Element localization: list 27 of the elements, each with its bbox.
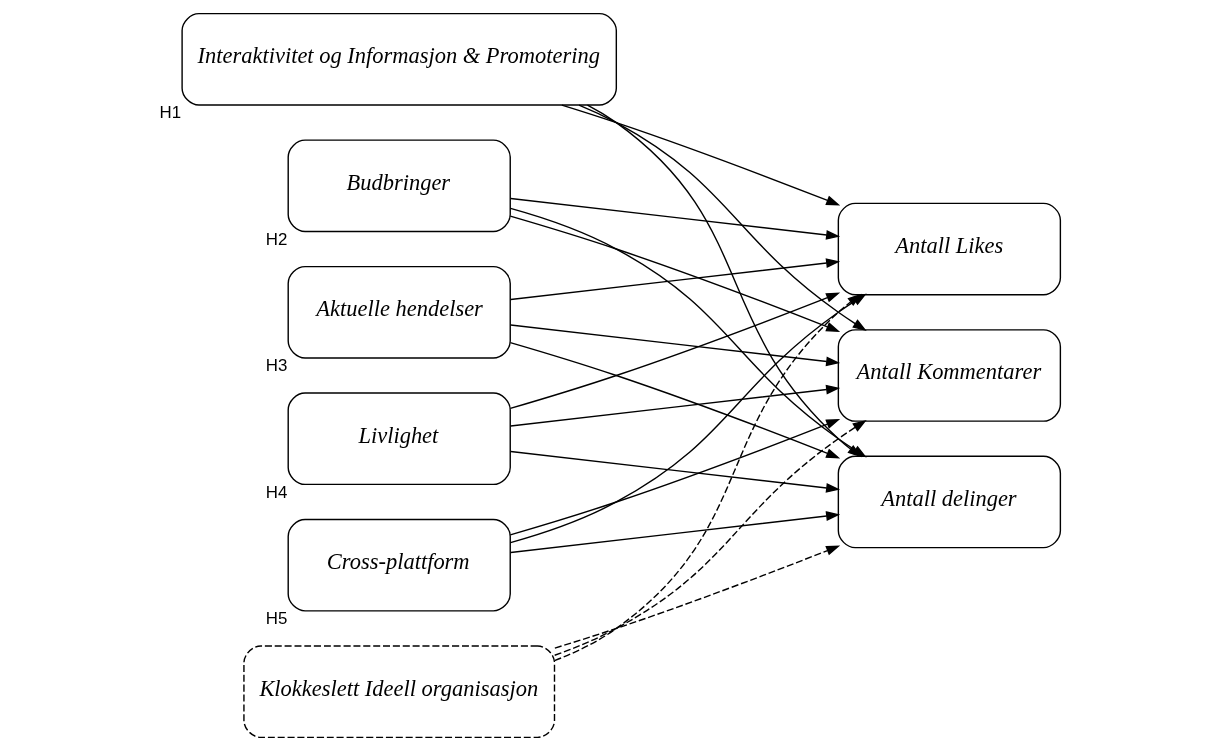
- arrow: [509, 215, 841, 332]
- node-label: H5: [265, 609, 288, 629]
- node-box: Klokkeslett Ideell organisasjon: [243, 645, 556, 739]
- node-box: Cross-plattform: [287, 518, 511, 612]
- node-box: Antall Kommentarer: [837, 329, 1062, 422]
- node-box: Antall delinger: [837, 455, 1062, 549]
- node-box: Budbringer: [287, 139, 511, 233]
- node-box: Livlighet: [287, 392, 511, 486]
- node-label: H3: [265, 356, 288, 376]
- arrow: [509, 419, 841, 536]
- arrow: [561, 104, 841, 206]
- arrow: [510, 324, 841, 367]
- node-box: Interaktivitet og Informasjon & Promotering: [181, 12, 618, 106]
- arrow: [510, 384, 841, 427]
- arrow: [510, 197, 841, 240]
- node-box: Aktuelle hendelser: [287, 265, 511, 359]
- arrow: [509, 341, 841, 459]
- arrow: [510, 511, 841, 554]
- arrow: [554, 545, 841, 649]
- arrow: [510, 258, 841, 301]
- node-label: H1: [159, 103, 182, 123]
- node-label: H4: [265, 482, 288, 502]
- arrow: [554, 420, 867, 656]
- arrow: [509, 292, 841, 410]
- arrow: [510, 450, 841, 493]
- node-label: H2: [265, 229, 288, 249]
- node-box: Antall Likes: [837, 202, 1062, 296]
